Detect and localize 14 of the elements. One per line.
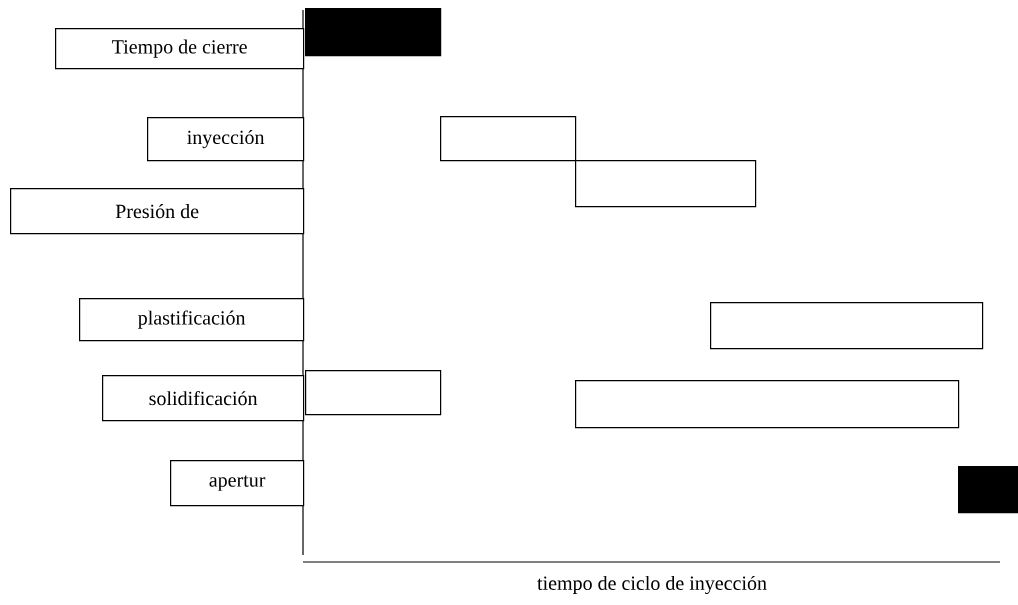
filled-bar	[305, 8, 442, 57]
time-bar	[440, 116, 577, 162]
time-bar	[575, 160, 757, 208]
label-box: solidificación	[102, 375, 305, 422]
time-bar	[575, 380, 960, 429]
time-bar	[305, 370, 442, 416]
label-box: apertur	[170, 460, 305, 507]
axis-title: tiempo de ciclo de inyección	[537, 575, 767, 595]
label-box: plastificación	[79, 298, 305, 342]
label-box: inyección	[147, 117, 305, 162]
filled-bar	[958, 466, 1018, 514]
time-bar	[710, 302, 984, 350]
label-box: Presión de	[10, 188, 305, 235]
label-box: Tiempo de cierre	[55, 28, 305, 70]
